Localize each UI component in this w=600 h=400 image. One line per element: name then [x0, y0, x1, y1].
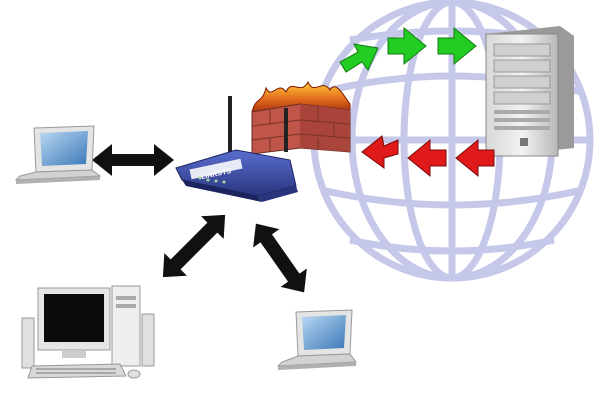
link-arrows	[92, 144, 307, 293]
arrow-left-icon	[361, 135, 399, 169]
arrow-left-icon	[407, 138, 447, 178]
server-tower-icon	[485, 26, 574, 157]
laptop-icon	[14, 125, 102, 184]
double-arrow-icon	[253, 223, 307, 293]
double-arrow-icon	[92, 144, 174, 176]
desktop-computer-icon	[21, 285, 155, 379]
firewall-icon	[251, 80, 351, 155]
arrow-right-icon	[339, 43, 379, 73]
arrow-left-icon	[455, 138, 495, 178]
wireless-router-icon: LINKSYS	[175, 96, 298, 202]
arrow-right-icon	[387, 26, 427, 66]
outbound-arrows	[339, 26, 477, 73]
laptop-icon	[276, 309, 357, 370]
inbound-arrows	[361, 135, 495, 178]
arrow-right-icon	[437, 26, 477, 66]
double-arrow-icon	[162, 214, 226, 278]
